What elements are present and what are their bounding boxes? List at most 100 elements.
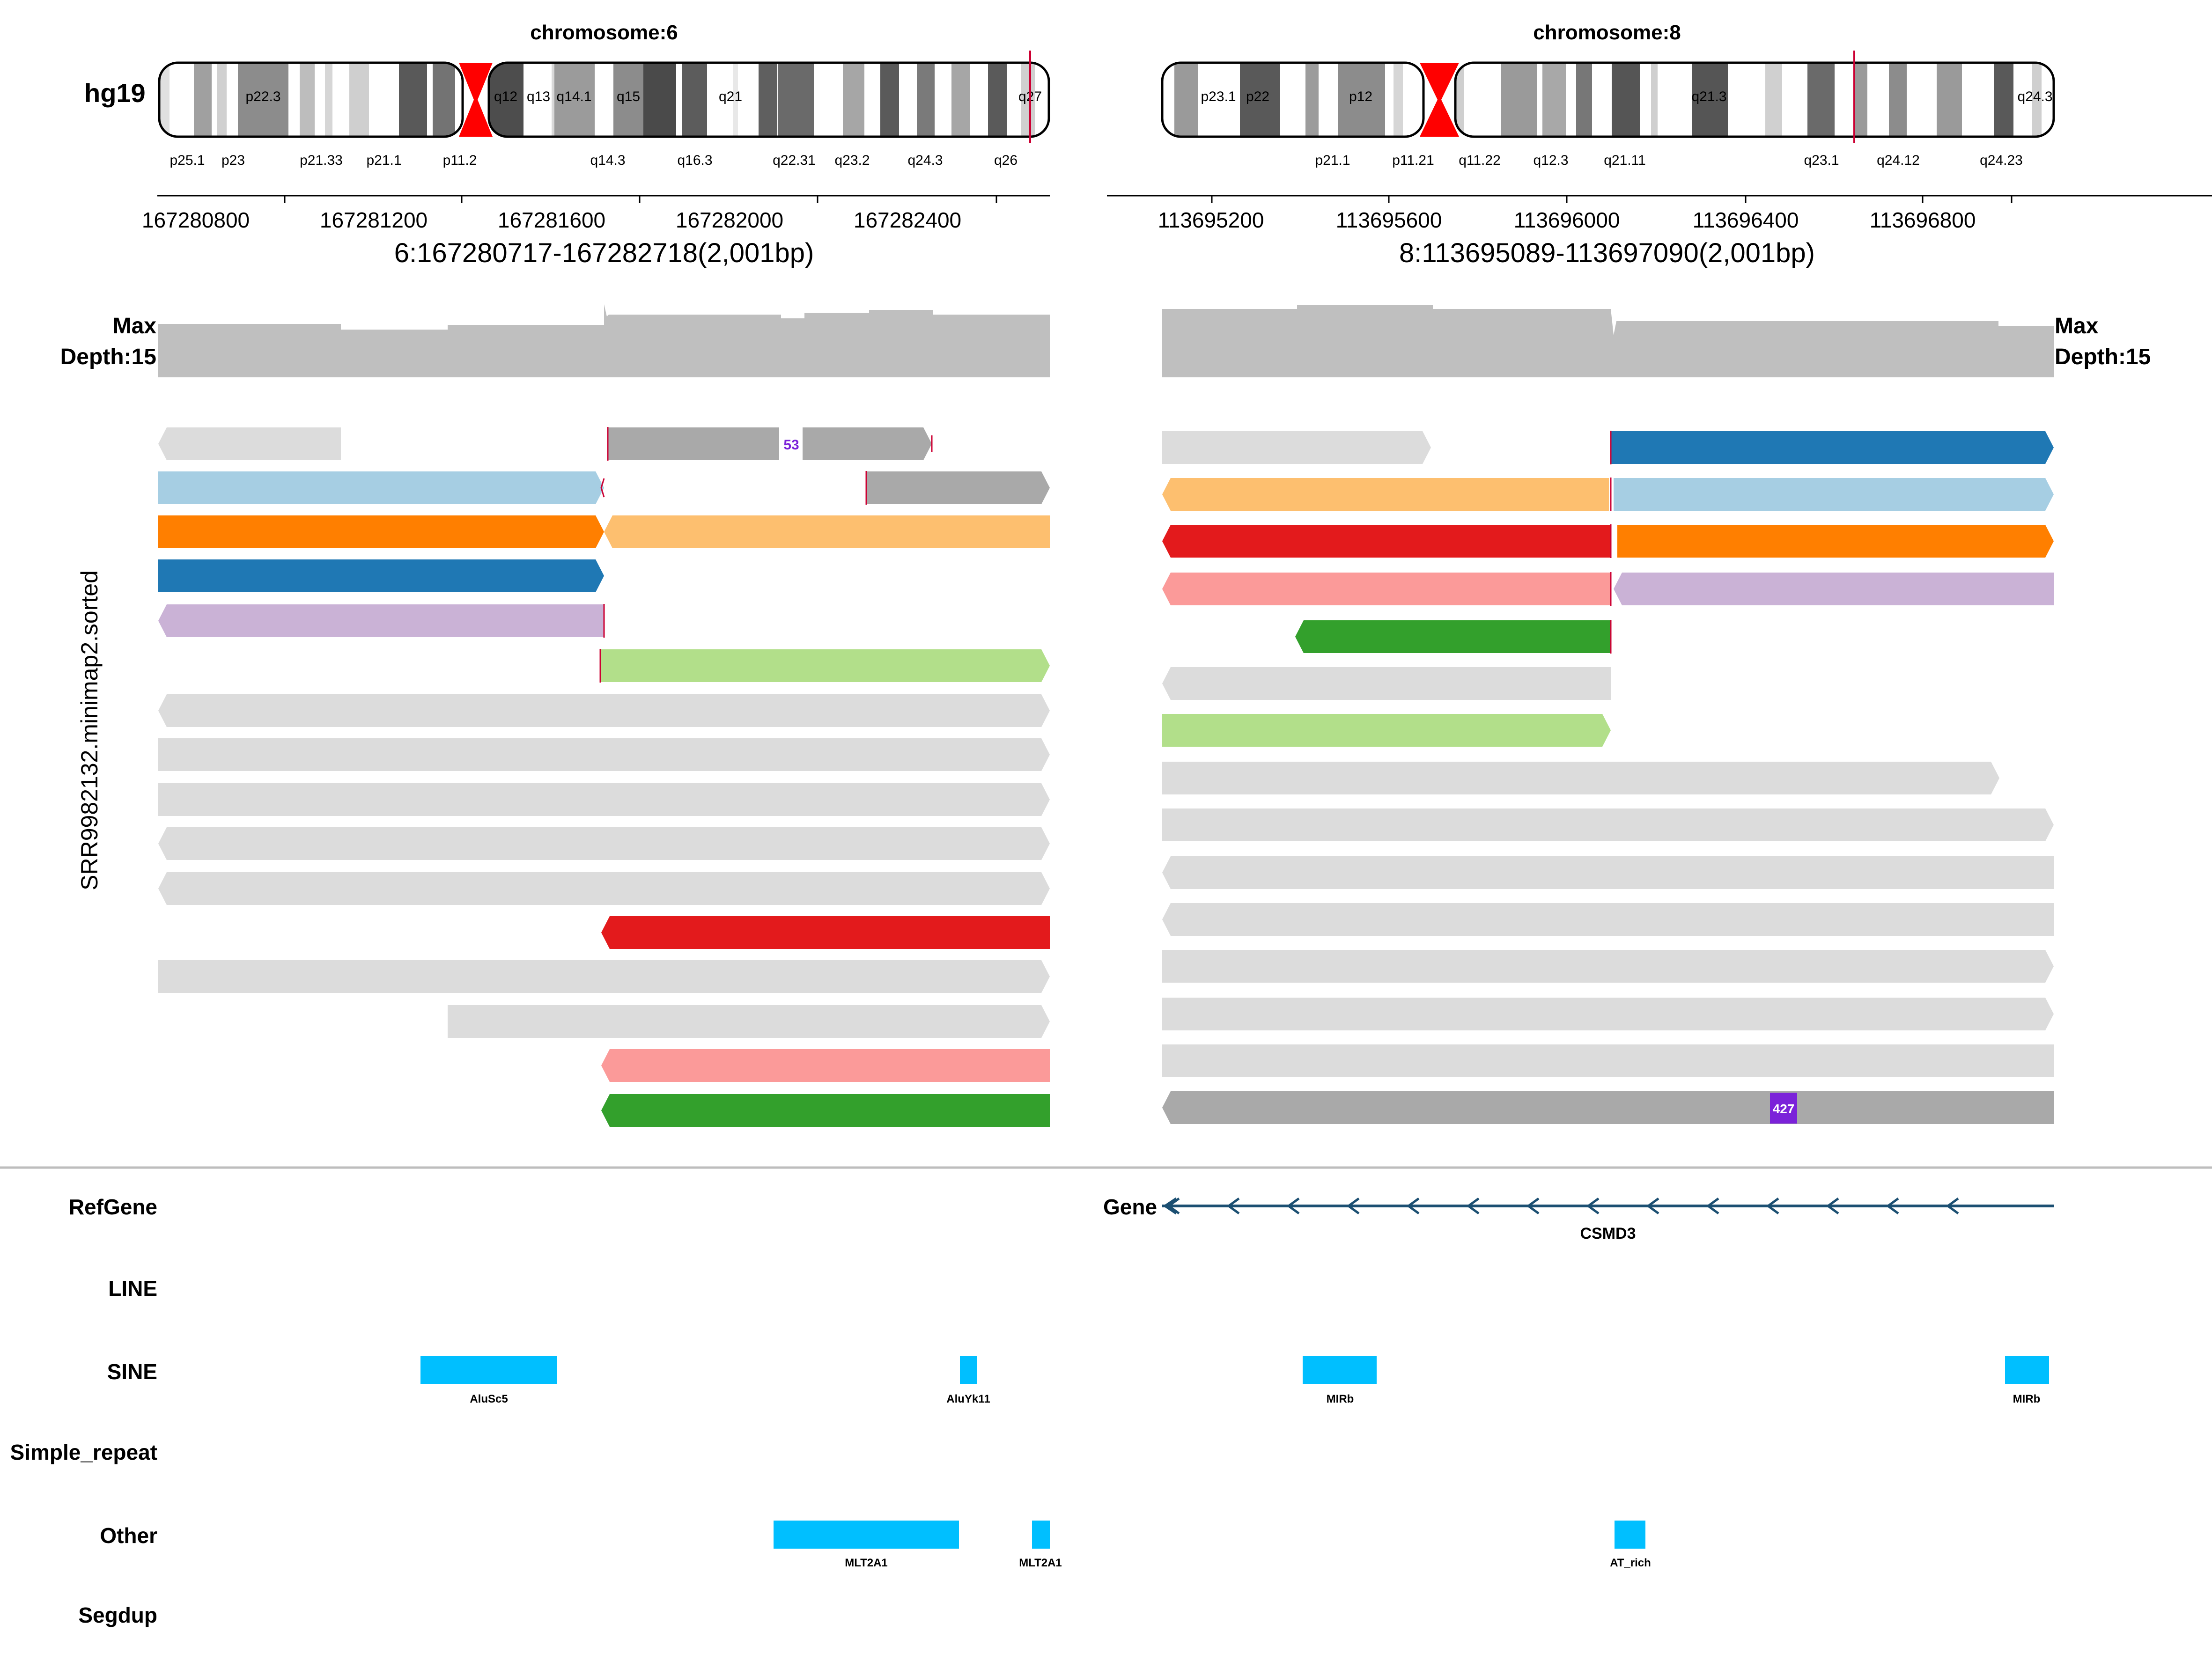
inner-band-label: q12 (494, 89, 517, 104)
inner-band-label: p12 (1349, 89, 1372, 104)
cytoband (554, 63, 595, 137)
inner-band-label: q13 (527, 89, 550, 104)
cytoband (613, 63, 643, 137)
read-alignment (1162, 667, 1611, 700)
cytoband (1240, 63, 1280, 137)
sine-feature (420, 1356, 557, 1384)
cytoband (1765, 63, 1782, 137)
read-alignment (1162, 1044, 2054, 1077)
cytoband (1807, 63, 1835, 137)
centromere (1420, 63, 1459, 137)
read-alignment (1614, 573, 2054, 605)
cytoband (1576, 63, 1592, 137)
inner-band-label: q21.3 (1691, 89, 1726, 104)
mismatch-block (1770, 1093, 1797, 1124)
tick-label: 113696800 (1870, 208, 1976, 232)
strand-chevron (1946, 1197, 1959, 1215)
cytoband (1937, 63, 1962, 137)
band-label: q22.31 (773, 153, 816, 168)
strand-chevron (1406, 1197, 1420, 1215)
strand-chevron (1346, 1197, 1360, 1215)
gene-name: CSMD3 (1580, 1225, 1636, 1242)
cytoband (1651, 63, 1658, 137)
feature-label: AluYk11 (946, 1393, 990, 1405)
read-alignment (158, 604, 604, 637)
strand-chevron (1646, 1197, 1659, 1215)
read-alignment (1162, 856, 2054, 889)
read-alignment (1617, 525, 2054, 558)
track-label-line: LINE (108, 1276, 157, 1301)
tick-label: 167281600 (498, 208, 605, 232)
tick-label: 113695200 (1158, 208, 1264, 232)
read-alignment (158, 783, 1050, 816)
track-label-refgene: RefGene (69, 1195, 157, 1219)
track-label-segdup: Segdup (78, 1603, 157, 1627)
read-alignment (158, 559, 604, 592)
feature-label: AluSc5 (470, 1393, 508, 1405)
cytoband (988, 63, 1007, 137)
cytoband (682, 63, 707, 137)
feature-label: MIRb (1327, 1393, 1354, 1405)
strand-chevron (1766, 1197, 1779, 1215)
centromere (459, 63, 493, 137)
mismatch-count-label: 427 (1773, 1102, 1795, 1116)
chrom-title-right: chromosome:8 (1533, 21, 1681, 44)
strand-arrows (1163, 1197, 1959, 1215)
band-background (159, 63, 1049, 137)
axis-right: 113695200 113695600 113696000 113696400 … (1107, 195, 2212, 268)
cytoband (238, 63, 288, 137)
insertion-size-label: 53 (783, 437, 799, 453)
cytoband (880, 63, 899, 137)
track-label-sine: SINE (107, 1360, 157, 1384)
p-arm-outline (1161, 61, 1425, 138)
read-alignment (1162, 762, 1999, 794)
track-labels: RefGene LINE SINE Simple_repeat Other Se… (10, 1195, 158, 1627)
read-alignment (803, 427, 932, 460)
reads-left: 53 (158, 427, 1050, 1127)
read-alignment (158, 960, 1050, 993)
read-alignment (158, 427, 341, 460)
strand-chevron (1526, 1197, 1540, 1215)
strand-chevron (1466, 1197, 1480, 1215)
sine-feature (960, 1356, 977, 1384)
strand-chevron (1226, 1197, 1240, 1215)
band-label: p21.1 (1315, 153, 1350, 168)
read-alignment (158, 827, 1050, 860)
strand-chevron (1166, 1197, 1180, 1215)
band-label: q24.12 (1877, 153, 1920, 168)
cytoband (1501, 63, 1537, 137)
read-alignment (601, 1094, 1050, 1127)
axis-left: 167280800 167281200 167281600 167282000 … (142, 195, 1050, 268)
tick-label: 113696000 (1514, 208, 1620, 232)
band-label: q23.2 (834, 153, 870, 168)
band-label: q12.3 (1533, 153, 1568, 168)
cytoband (300, 63, 315, 137)
region-label-left: 6:167280717-167282718(2,001bp) (394, 238, 814, 268)
cytoband (399, 63, 427, 137)
depth-label-max: Max (2055, 314, 2099, 338)
sine-track: AluSc5 AluYk11 MIRb MIRb (420, 1356, 2049, 1405)
read-alignment (158, 872, 1050, 905)
q-arm-outline (487, 61, 1050, 138)
read-alignment (158, 471, 604, 504)
read-alignment (1295, 620, 1611, 653)
cytoband (643, 63, 676, 137)
sine-feature (2005, 1356, 2049, 1384)
gene-row-label: Gene (1103, 1195, 1157, 1219)
cytoband (1994, 63, 2013, 137)
p-arm-outline (158, 61, 464, 138)
band-label: q26 (994, 153, 1018, 168)
feature-label: MLT2A1 (845, 1557, 888, 1569)
strand-chevron (1706, 1197, 1719, 1215)
depth-label-max: Max (113, 314, 157, 338)
band-label: q14.3 (590, 153, 625, 168)
inner-band-label: p22 (1246, 89, 1269, 104)
inner-band-label: q24.3 (2017, 89, 2052, 104)
read-alignment (601, 1049, 1050, 1082)
cytoband (1853, 63, 1867, 137)
cytoband (194, 63, 212, 137)
cytoband (1692, 63, 1728, 137)
